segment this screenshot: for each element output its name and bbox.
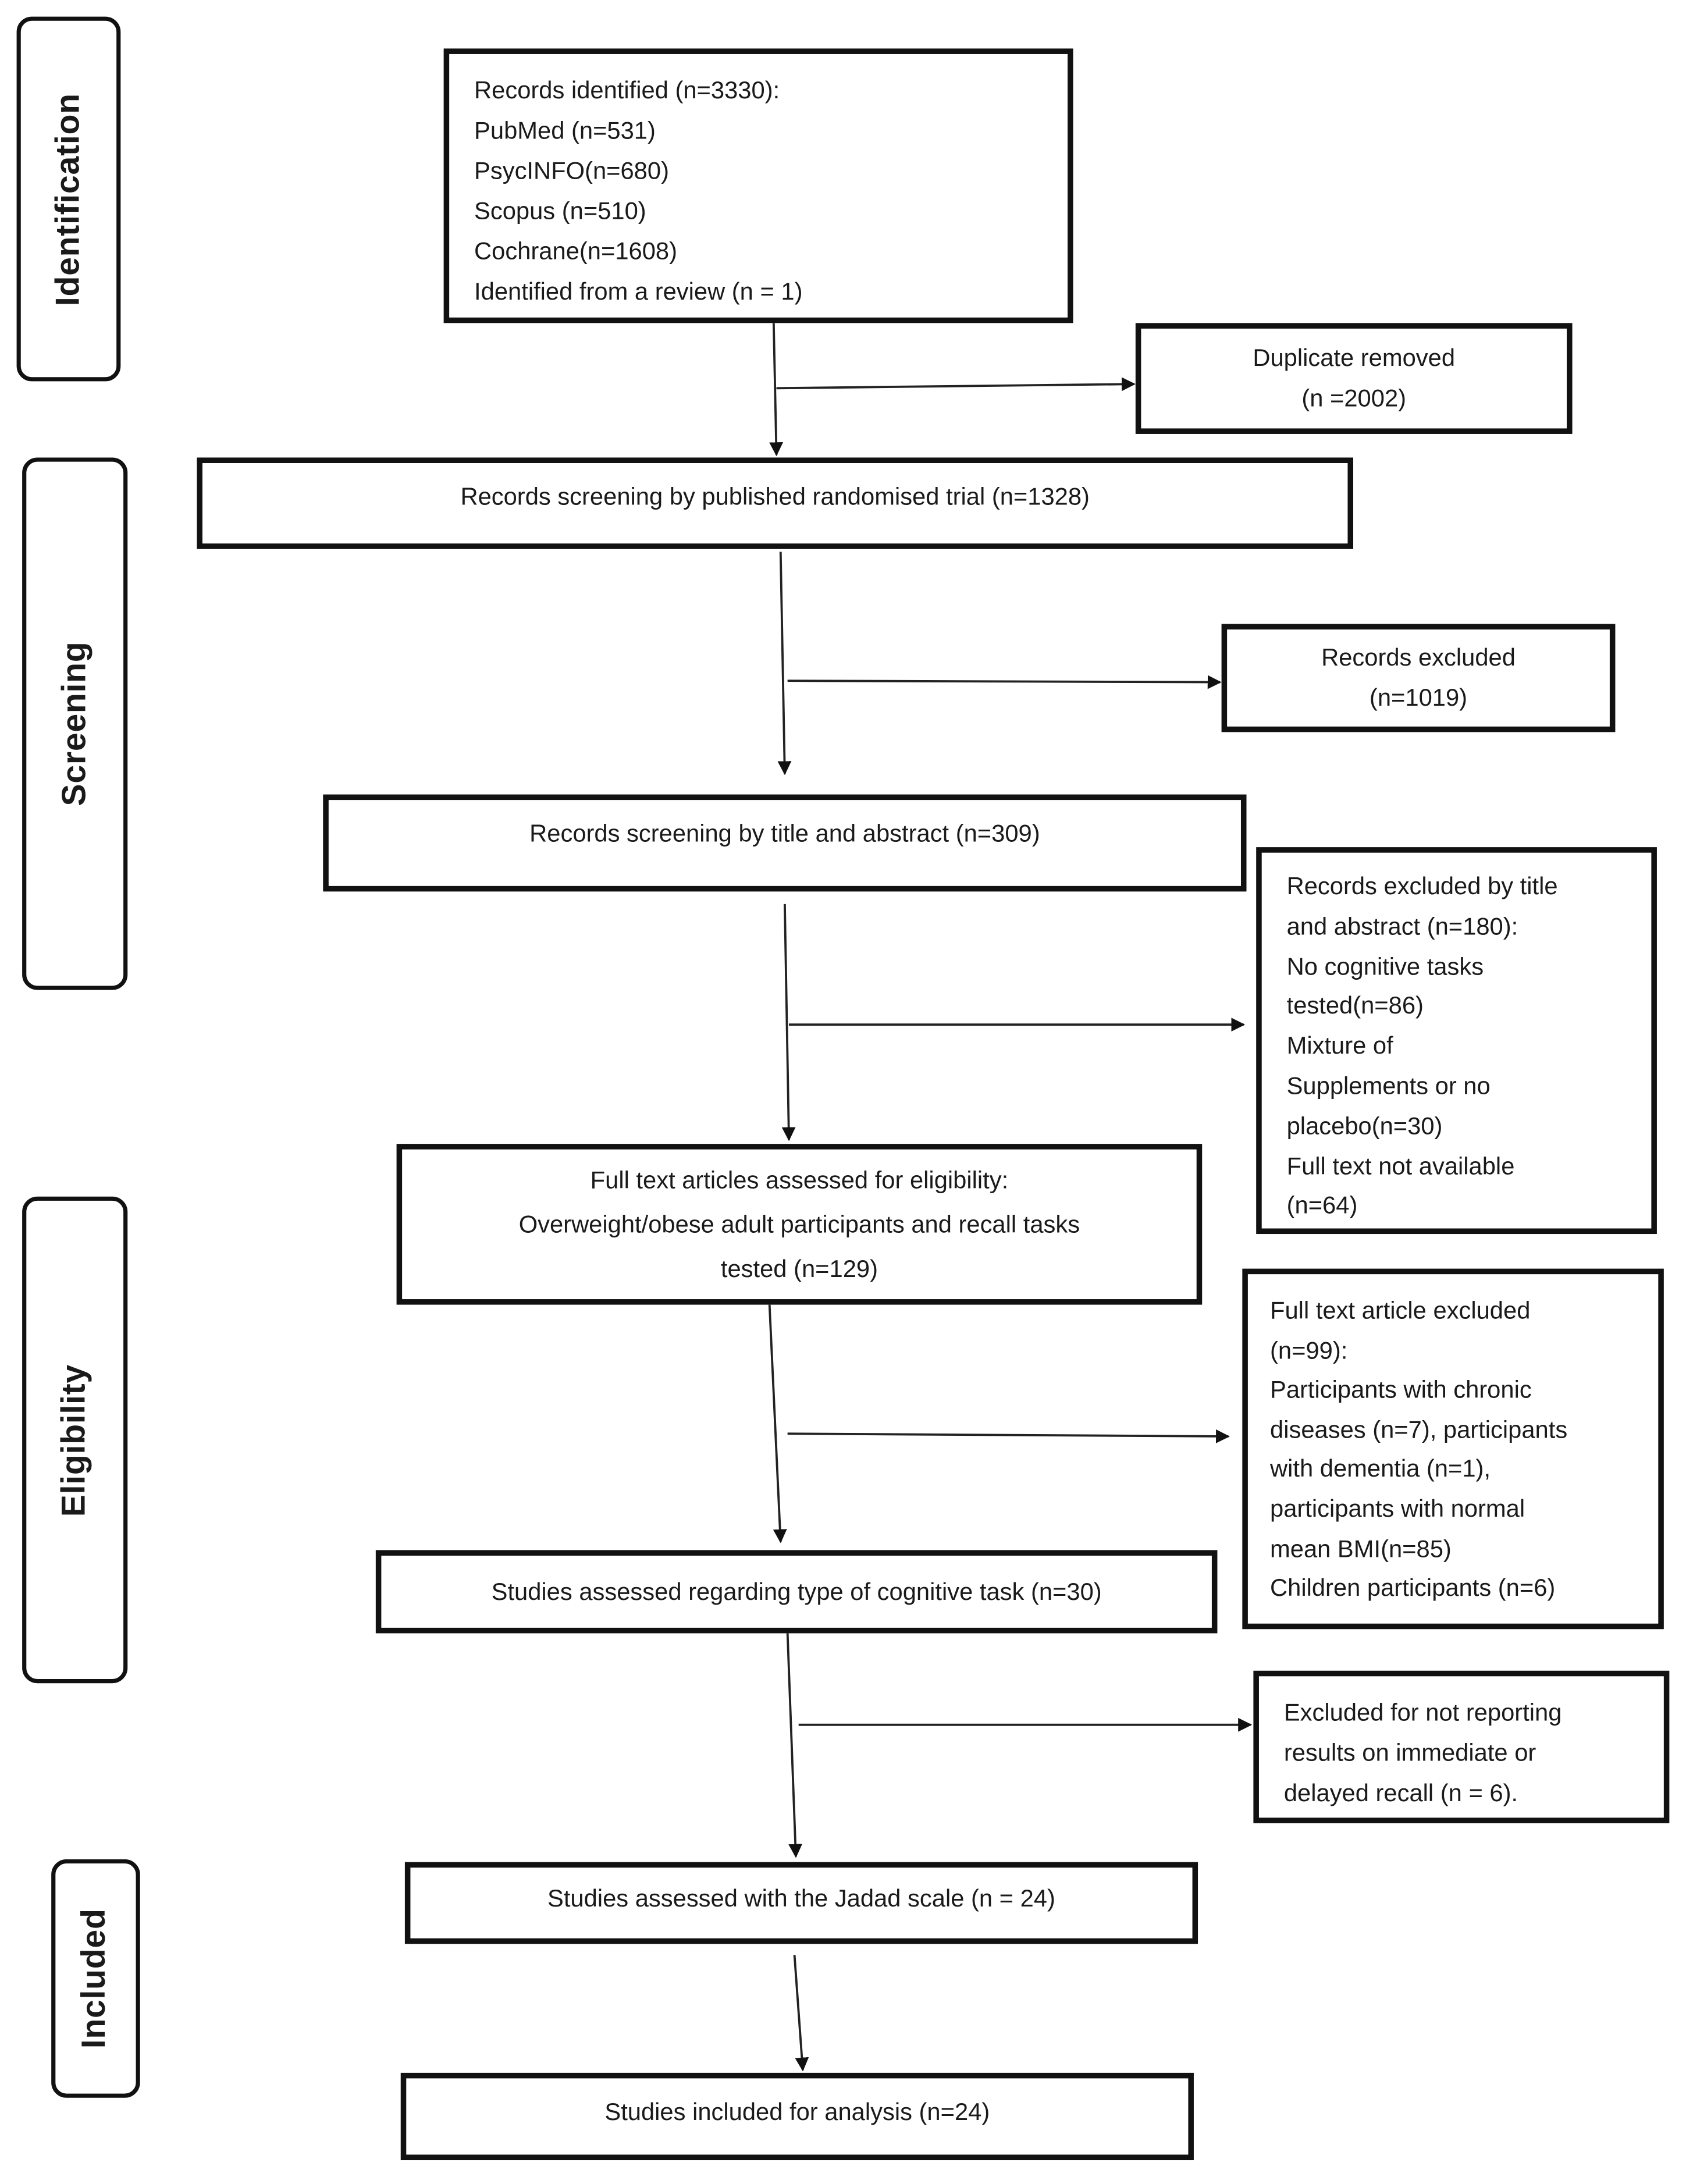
full-text-excluded-line-3: Participants with chronic bbox=[1270, 1375, 1532, 1404]
box-duplicates-removed: Duplicate removed (n =2002) bbox=[1135, 323, 1573, 434]
phase-eligibility-label: Eligibility bbox=[55, 1363, 93, 1517]
box-included-analysis: Studies included for analysis (n=24) bbox=[400, 2072, 1194, 2161]
phase-identification: Identification bbox=[16, 16, 121, 382]
included-analysis-text: Studies included for analysis (n=24) bbox=[604, 2097, 990, 2126]
arrow-title-to-fulltext bbox=[781, 904, 796, 1141]
arrow-to-fulltext-excluded bbox=[787, 1429, 1230, 1443]
full-text-assessed-line-3: tested (n=129) bbox=[720, 1254, 878, 1283]
box-cognitive-task: Studies assessed regarding type of cogni… bbox=[375, 1550, 1218, 1634]
excluded-title-abstract-line-1: Records excluded by title bbox=[1286, 872, 1558, 900]
full-text-assessed-line-1: Full text articles assessed for eligibil… bbox=[590, 1166, 1009, 1194]
box-screening-randomised: Records screening by published randomise… bbox=[197, 457, 1354, 549]
records-cochrane: Cochrane(n=1608) bbox=[474, 237, 678, 265]
excluded-title-abstract-line-7: placebo(n=30) bbox=[1286, 1111, 1443, 1140]
excluded-title-abstract-line-3: No cognitive tasks bbox=[1286, 952, 1484, 980]
excluded-recall-line-1: Excluded for not reporting bbox=[1283, 1698, 1562, 1727]
records-scopus: Scopus (n=510) bbox=[474, 197, 646, 225]
box-records-excluded: Records excluded (n=1019) bbox=[1221, 624, 1616, 732]
box-screening-title-abstract: Records screening by title and abstract … bbox=[323, 794, 1247, 892]
excluded-title-abstract-line-9: (n=64) bbox=[1286, 1191, 1358, 1219]
phase-screening: Screening bbox=[22, 457, 128, 990]
phase-included: Included bbox=[51, 1859, 140, 2098]
arrow-to-duplicates bbox=[776, 377, 1136, 392]
excluded-title-abstract-line-8: Full text not available bbox=[1286, 1151, 1515, 1180]
box-full-text-excluded: Full text article excluded (n=99): Parti… bbox=[1242, 1268, 1664, 1630]
full-text-excluded-line-2: (n=99): bbox=[1270, 1336, 1348, 1364]
full-text-excluded-line-5: with dementia (n=1), bbox=[1270, 1454, 1491, 1483]
box-full-text-assessed: Full text articles assessed for eligibil… bbox=[396, 1144, 1203, 1305]
excluded-title-abstract-line-4: tested(n=86) bbox=[1286, 991, 1424, 1020]
box-excluded-title-abstract: Records excluded by title and abstract (… bbox=[1256, 847, 1657, 1235]
excluded-title-abstract-line-6: Supplements or no bbox=[1286, 1072, 1491, 1100]
phase-included-label: Included bbox=[76, 1908, 114, 2049]
arrow-identified-to-screening bbox=[769, 323, 784, 457]
cognitive-task-text: Studies assessed regarding type of cogni… bbox=[491, 1577, 1102, 1605]
records-from-review: Identified from a review (n = 1) bbox=[474, 277, 803, 305]
excluded-title-abstract-line-5: Mixture of bbox=[1286, 1031, 1393, 1060]
full-text-excluded-line-8: Children participants (n=6) bbox=[1270, 1574, 1556, 1602]
screening-randomised-text: Records screening by published randomise… bbox=[460, 482, 1090, 510]
box-records-identified: Records identified (n=3330): PubMed (n=5… bbox=[443, 48, 1073, 323]
full-text-assessed-line-2: Overweight/obese adult participants and … bbox=[518, 1210, 1080, 1239]
records-excluded-count: (n=1019) bbox=[1369, 683, 1468, 712]
arrow-cognitive-to-jadad bbox=[786, 1633, 803, 1858]
excluded-recall-line-3: delayed recall (n = 6). bbox=[1283, 1778, 1518, 1807]
box-excluded-recall: Excluded for not reporting results on im… bbox=[1253, 1670, 1670, 1823]
records-pubmed: PubMed (n=531) bbox=[474, 116, 656, 144]
full-text-excluded-line-6: participants with normal bbox=[1270, 1495, 1525, 1523]
phase-identification-label: Identification bbox=[49, 93, 87, 305]
full-text-excluded-line-7: mean BMI(n=85) bbox=[1270, 1534, 1452, 1562]
arrow-jadad-to-included bbox=[793, 1955, 809, 2072]
records-identified-total: Records identified (n=3330): bbox=[474, 76, 780, 104]
screening-title-abstract-text: Records screening by title and abstract … bbox=[529, 819, 1040, 846]
arrow-fulltext-to-cognitive bbox=[768, 1304, 787, 1543]
excluded-recall-line-2: results on immediate or bbox=[1283, 1738, 1536, 1767]
records-psycinfo: PsycINFO(n=680) bbox=[474, 156, 669, 184]
arrow-randomised-to-title bbox=[777, 552, 792, 776]
box-jadad: Studies assessed with the Jadad scale (n… bbox=[404, 1862, 1198, 1944]
excluded-title-abstract-line-2: and abstract (n=180): bbox=[1286, 912, 1518, 940]
arrow-to-records-excluded bbox=[787, 675, 1222, 689]
duplicates-removed-count: (n =2002) bbox=[1301, 384, 1407, 412]
duplicates-removed-title: Duplicate removed bbox=[1253, 344, 1456, 372]
phase-screening-label: Screening bbox=[55, 641, 93, 806]
full-text-excluded-line-4: diseases (n=7), participants bbox=[1270, 1415, 1568, 1443]
phase-eligibility: Eligibility bbox=[22, 1196, 128, 1684]
records-excluded-title: Records excluded bbox=[1321, 643, 1516, 671]
full-text-excluded-line-1: Full text article excluded bbox=[1270, 1296, 1531, 1324]
jadad-text: Studies assessed with the Jadad scale (n… bbox=[547, 1884, 1055, 1912]
